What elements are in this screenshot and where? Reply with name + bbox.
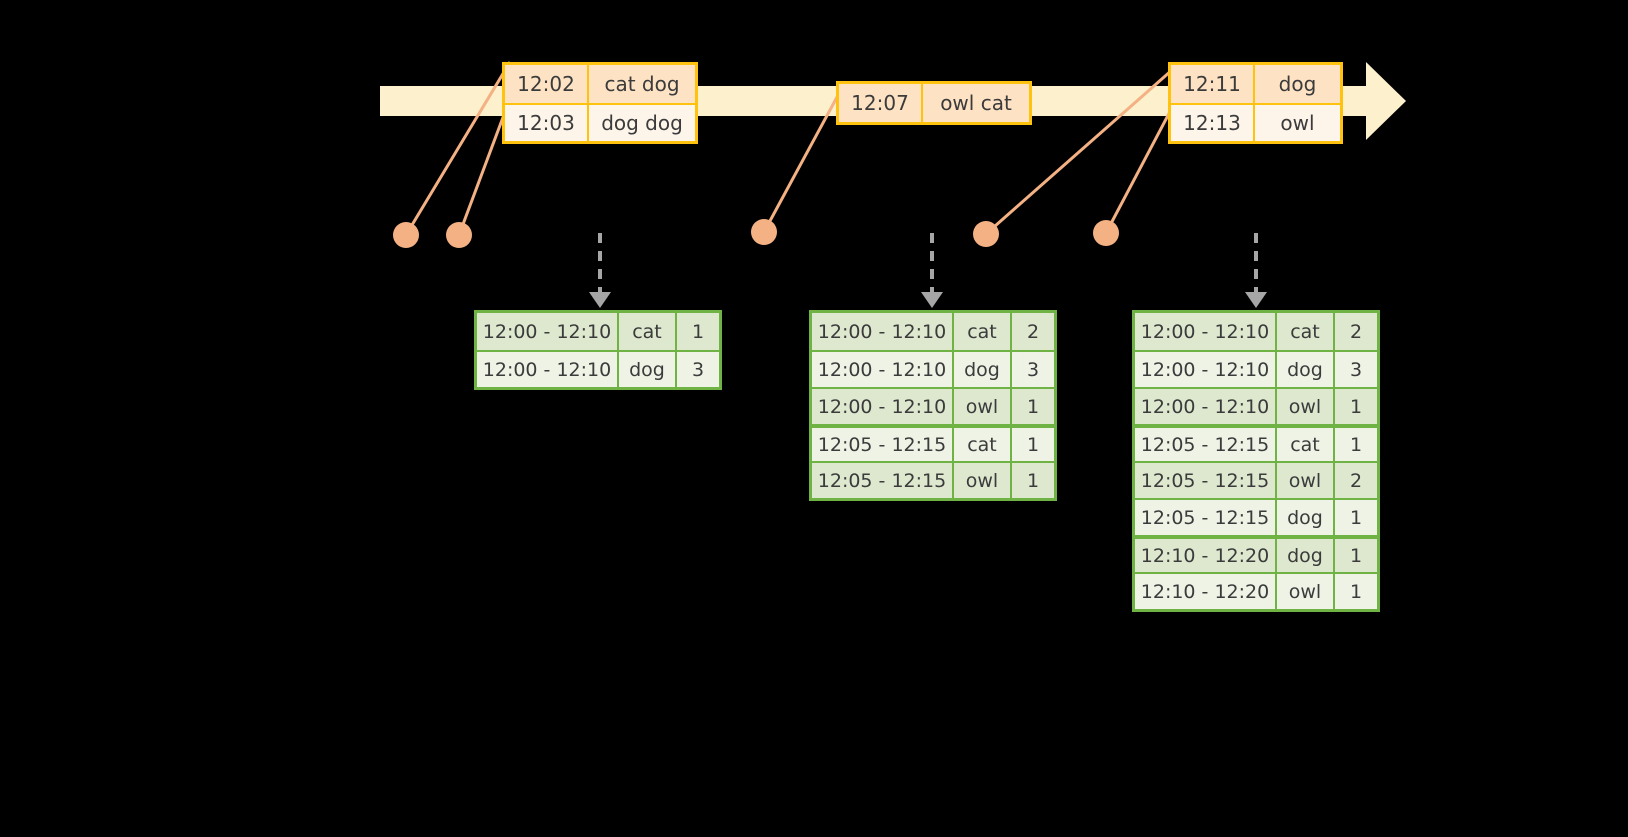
connector-dot-2 bbox=[446, 222, 472, 248]
event-value: owl cat bbox=[923, 84, 1029, 122]
count-cell: 3 bbox=[677, 352, 719, 387]
key-cell: cat bbox=[954, 313, 1012, 350]
flow-arrow-left bbox=[589, 233, 611, 308]
event-value: dog bbox=[1255, 65, 1340, 103]
key-cell: owl bbox=[1277, 463, 1335, 498]
count-cell: 2 bbox=[1012, 313, 1054, 350]
count-cell: 1 bbox=[1335, 539, 1377, 572]
event-time: 12:11 bbox=[1171, 65, 1255, 103]
connector-dot-3 bbox=[751, 219, 777, 245]
connector-dot-1 bbox=[393, 222, 419, 248]
key-cell: cat bbox=[619, 313, 677, 350]
key-cell: cat bbox=[1277, 428, 1335, 461]
event-value: dog dog bbox=[589, 105, 695, 141]
window-cell: 12:00 - 12:10 bbox=[477, 352, 619, 387]
count-cell: 1 bbox=[1012, 463, 1054, 498]
event-time: 12:02 bbox=[505, 65, 589, 103]
window-cell: 12:05 - 12:15 bbox=[1135, 463, 1277, 498]
window-cell: 12:10 - 12:20 bbox=[1135, 574, 1277, 609]
window-cell: 12:00 - 12:10 bbox=[1135, 389, 1277, 424]
event-time: 12:03 bbox=[505, 105, 589, 141]
window-cell: 12:10 - 12:20 bbox=[1135, 539, 1277, 572]
window-cell: 12:00 - 12:10 bbox=[812, 389, 954, 424]
window-cell: 12:05 - 12:15 bbox=[1135, 500, 1277, 535]
connector-dot-2-line bbox=[457, 103, 510, 236]
window-cell: 12:00 - 12:10 bbox=[812, 352, 954, 387]
window-cell: 12:05 - 12:15 bbox=[812, 463, 954, 498]
connector-dot-4 bbox=[973, 221, 999, 247]
key-cell: dog bbox=[619, 352, 677, 387]
count-cell: 1 bbox=[1335, 389, 1377, 424]
key-cell: dog bbox=[1277, 539, 1335, 572]
count-cell: 1 bbox=[1012, 428, 1054, 461]
key-cell: owl bbox=[1277, 574, 1335, 609]
event-time: 12:13 bbox=[1171, 105, 1255, 141]
event-value: cat dog bbox=[589, 65, 695, 103]
window-cell: 12:00 - 12:10 bbox=[812, 313, 954, 350]
count-cell: 1 bbox=[1335, 574, 1377, 609]
connector-dot-5 bbox=[1093, 220, 1119, 246]
key-cell: dog bbox=[1277, 352, 1335, 387]
key-cell: owl bbox=[954, 389, 1012, 424]
flow-arrow-right bbox=[1245, 233, 1267, 308]
count-cell: 2 bbox=[1335, 313, 1377, 350]
count-cell: 1 bbox=[1012, 389, 1054, 424]
key-cell: cat bbox=[1277, 313, 1335, 350]
count-cell: 3 bbox=[1012, 352, 1054, 387]
count-cell: 1 bbox=[1335, 500, 1377, 535]
key-cell: owl bbox=[1277, 389, 1335, 424]
count-cell: 1 bbox=[1335, 428, 1377, 461]
connector-dot-5-line bbox=[1104, 103, 1176, 234]
window-cell: 12:00 - 12:10 bbox=[1135, 352, 1277, 387]
key-cell: owl bbox=[954, 463, 1012, 498]
count-cell: 2 bbox=[1335, 463, 1377, 498]
count-cell: 1 bbox=[677, 313, 719, 350]
window-cell: 12:00 - 12:10 bbox=[1135, 313, 1277, 350]
key-cell: dog bbox=[1277, 500, 1335, 535]
flow-arrow-middle bbox=[921, 233, 943, 308]
key-cell: dog bbox=[954, 352, 1012, 387]
window-cell: 12:05 - 12:15 bbox=[1135, 428, 1277, 461]
window-cell: 12:00 - 12:10 bbox=[477, 313, 619, 350]
event-time: 12:07 bbox=[839, 84, 923, 122]
count-cell: 3 bbox=[1335, 352, 1377, 387]
event-value: owl bbox=[1255, 105, 1340, 141]
window-cell: 12:05 - 12:15 bbox=[812, 428, 954, 461]
key-cell: cat bbox=[954, 428, 1012, 461]
timeline-arrow-head bbox=[1366, 62, 1406, 140]
